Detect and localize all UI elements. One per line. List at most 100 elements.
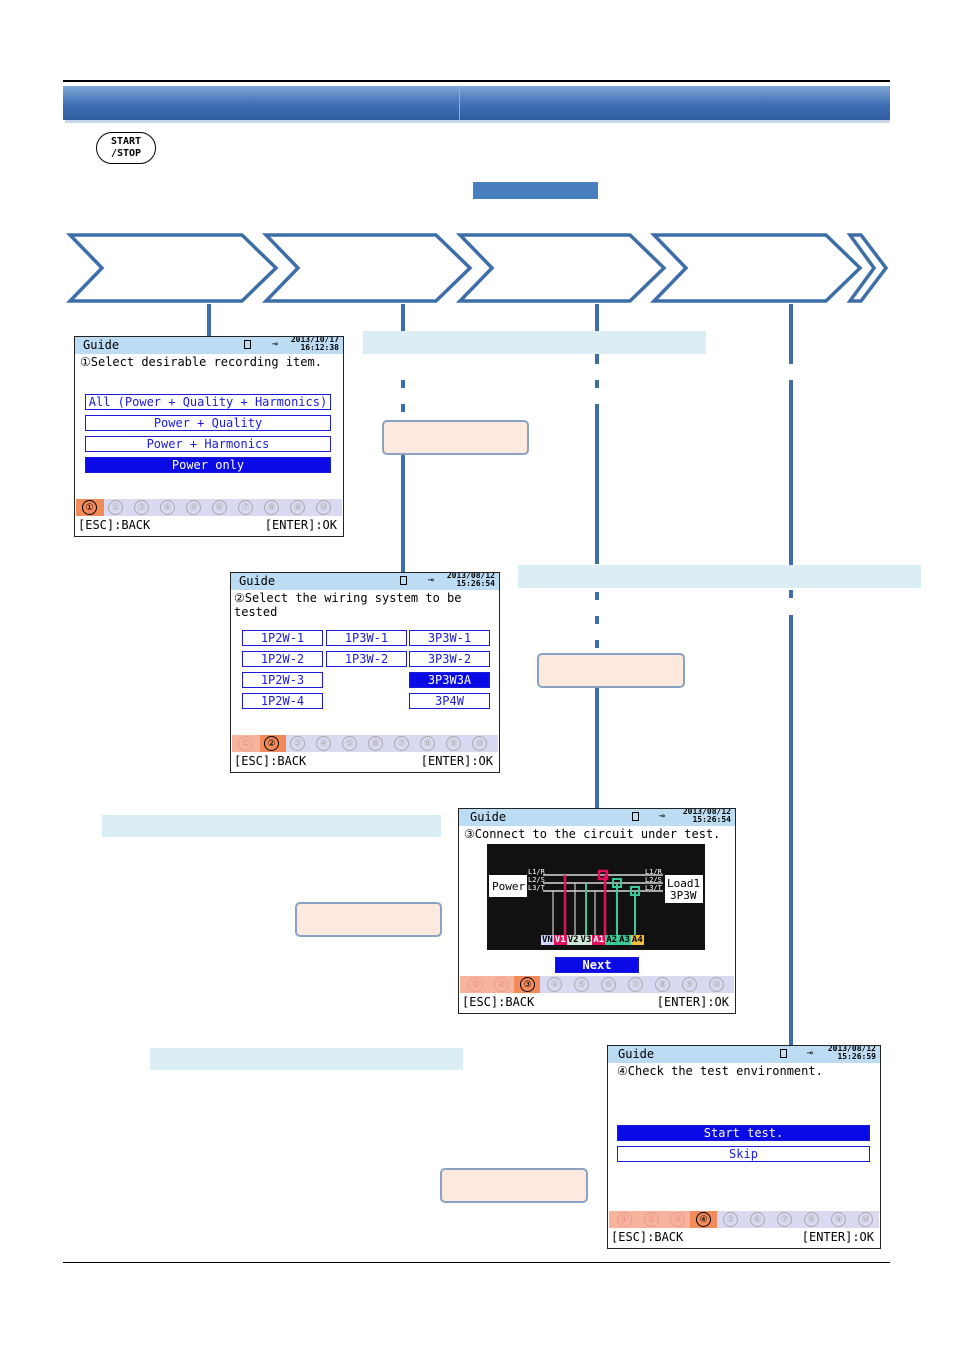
step-1: ① (82, 500, 97, 515)
top-rule (63, 80, 890, 82)
step-4: ④ (696, 1212, 711, 1227)
screen-prompt: ④Check the test environment. (617, 1064, 823, 1078)
flow-dash (595, 616, 599, 624)
flow-dash (595, 380, 599, 388)
chevron-arrow-icon (261, 233, 473, 303)
option-1p2w-3[interactable]: 1P2W-3 (242, 672, 323, 688)
ac-plug-icon: ⊸ (659, 811, 666, 822)
option-1p2w-1[interactable]: 1P2W-1 (242, 630, 323, 646)
step-10: ⑩ (709, 977, 724, 992)
blue-label-bar (473, 182, 598, 199)
stop-key-label: /STOP (110, 148, 142, 159)
line-label: L3/T (645, 884, 663, 892)
note-bar (363, 331, 706, 354)
enter-ok-label: [ENTER]:OK (420, 754, 493, 768)
esc-back-label: [ESC]:BACK (462, 995, 535, 1009)
step-2: ② (494, 977, 509, 992)
step-indicator: ① ② ③ ④ ⑤ ⑥ ⑦ ⑧ ⑨ ⑩ (232, 735, 498, 752)
bottom-rule (63, 1262, 890, 1263)
step-7: ⑦ (777, 1212, 792, 1227)
ac-plug-icon: ⊸ (272, 339, 279, 350)
option-3p3w3a[interactable]: 3P3W3A (409, 672, 490, 688)
option-power-only[interactable]: Power only (85, 457, 331, 473)
screen-title: Guide (83, 338, 120, 352)
start-test-option[interactable]: Start test. (617, 1125, 870, 1141)
line-label: L1/R (645, 868, 663, 876)
neutral-lead (552, 883, 596, 942)
screen-title: Guide (470, 810, 507, 824)
power-source-box (489, 875, 527, 897)
step-9: ⑨ (682, 977, 697, 992)
note-box (440, 1168, 588, 1203)
load-type-label: 3P3W (670, 889, 697, 902)
option-power-harmonics[interactable]: Power + Harmonics (85, 436, 331, 452)
flow-line (789, 380, 793, 565)
section-header-bar (63, 86, 890, 120)
screen-footer: [ESC]:BACK [ENTER]:OK (78, 518, 337, 532)
screen-prompt: ①Select desirable recording item. (80, 355, 322, 369)
sd-card-icon (632, 812, 639, 821)
step-1: ① (468, 977, 483, 992)
option-1p3w-1[interactable]: 1P3W-1 (326, 630, 407, 646)
option-3p3w-2[interactable]: 3P3W-2 (409, 651, 490, 667)
step-7: ⑦ (394, 736, 409, 751)
start-key-label: START (110, 136, 142, 147)
step-10: ⑩ (316, 500, 331, 515)
esc-back-label: [ESC]:BACK (234, 754, 307, 768)
sd-card-icon (244, 340, 251, 349)
start-stop-key-icon: START /STOP (96, 132, 156, 164)
skip-option[interactable]: Skip (617, 1146, 870, 1162)
voltage-leads (563, 869, 609, 942)
step-5: ⑤ (723, 1212, 738, 1227)
flow-dash (401, 380, 405, 388)
option-3p4w[interactable]: 3P4W (409, 693, 490, 709)
step-5: ⑤ (574, 977, 589, 992)
enter-ok-label: [ENTER]:OK (801, 1230, 874, 1244)
esc-back-label: [ESC]:BACK (78, 518, 151, 532)
step-2: ② (108, 500, 123, 515)
step-6: ⑥ (368, 736, 383, 751)
option-1p3w-2[interactable]: 1P3W-2 (326, 651, 407, 667)
step-indicator: ① ② ③ ④ ⑤ ⑥ ⑦ ⑧ ⑨ ⑩ (609, 1211, 879, 1228)
screen-prompt: ②Select the wiring system to be tested (234, 591, 462, 619)
option-1p2w-2[interactable]: 1P2W-2 (242, 651, 323, 667)
chevron-arrow-icon (455, 233, 667, 303)
flow-line (401, 455, 405, 575)
option-power-quality[interactable]: Power + Quality (85, 415, 331, 431)
step-5: ⑤ (186, 500, 201, 515)
option-3p3w-1[interactable]: 3P3W-1 (409, 630, 490, 646)
step-5: ⑤ (342, 736, 357, 751)
step-9: ⑨ (446, 736, 461, 751)
line-label: L2/S (528, 876, 545, 884)
note-box (382, 420, 529, 455)
load-box (665, 875, 703, 903)
step-indicator: ① ② ③ ④ ⑤ ⑥ ⑦ ⑧ ⑨ ⑩ (460, 976, 734, 993)
terminal-a3: A3 (618, 935, 631, 945)
step-3: ③ (670, 1212, 685, 1227)
terminal-vn: VN (541, 935, 554, 945)
flow-line (207, 304, 211, 336)
flow-line (595, 688, 599, 810)
option-all[interactable]: All (Power + Quality + Harmonics) (85, 394, 331, 410)
screen-title: Guide (239, 574, 276, 588)
option-1p2w-4[interactable]: 1P2W-4 (242, 693, 323, 709)
wiring-diagram: Power Load1 3P3W L1/R L2/S L3/T L1/R L2/… (487, 844, 705, 950)
step-1: ① (617, 1212, 632, 1227)
terminal-a1: A1 (592, 935, 606, 945)
terminal-a4: A4 (630, 935, 644, 945)
step-8: ⑧ (420, 736, 435, 751)
terminal-v2: V2 (566, 935, 580, 945)
next-button[interactable]: Next (555, 957, 639, 973)
ac-plug-icon: ⊸ (807, 1048, 814, 1059)
chevron-arrow-icon (649, 233, 863, 303)
step-2: ② (264, 736, 279, 751)
